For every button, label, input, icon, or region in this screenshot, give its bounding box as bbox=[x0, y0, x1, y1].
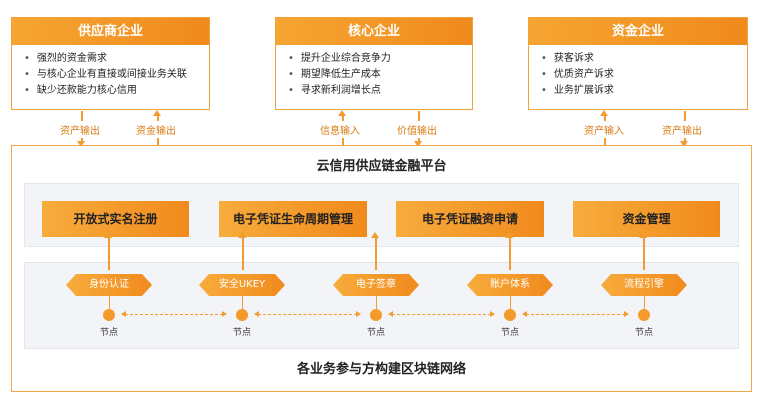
tag-identity-auth: 身份认证 bbox=[66, 274, 152, 296]
list-item: 业务扩展诉求 bbox=[541, 83, 747, 99]
flow-label: 价值输出 bbox=[395, 121, 439, 138]
node-link bbox=[254, 310, 361, 317]
core-enterprise-box: 核心企业 提升企业综合竞争力 期望降低生产成本 寻求新利润增长点 bbox=[275, 17, 473, 110]
module-open-registration: 开放式实名注册 bbox=[42, 201, 189, 237]
link-arrow-up bbox=[372, 232, 378, 270]
tag-account-system: 账户体系 bbox=[467, 274, 553, 296]
connector-line bbox=[376, 296, 377, 309]
link-arrow-up bbox=[105, 232, 111, 270]
blockchain-node bbox=[638, 309, 650, 321]
node-label: 节点 bbox=[366, 328, 385, 338]
core-enterprise-box-title: 核心企业 bbox=[276, 18, 472, 45]
flow-label: 资产输入 bbox=[582, 121, 626, 138]
module-fund-management: 资金管理 bbox=[573, 201, 720, 237]
funding-enterprise-needs-list: 获客诉求 优质资产诉求 业务扩展诉求 bbox=[529, 45, 747, 99]
tag-workflow-engine: 流程引擎 bbox=[601, 274, 687, 296]
node-label: 节点 bbox=[500, 328, 519, 338]
module-financing-application: 电子凭证融资申请 bbox=[396, 201, 544, 237]
connector-line bbox=[510, 296, 511, 309]
node-link bbox=[388, 310, 495, 317]
connector-line bbox=[644, 296, 645, 309]
supplier-box-title: 供应商企业 bbox=[12, 18, 209, 45]
link-arrow-up bbox=[640, 232, 646, 270]
node-label: 节点 bbox=[99, 328, 118, 338]
platform-title: 云信用供应链金融平台 bbox=[316, 159, 447, 174]
supplier-box: 供应商企业 强烈的资金需求 与核心企业有直接或间接业务关联 缺少还款能力核心信用 bbox=[11, 17, 210, 110]
node-link bbox=[121, 310, 227, 317]
list-item: 期望降低生产成本 bbox=[288, 67, 472, 83]
module-certificate-lifecycle: 电子凭证生命周期管理 bbox=[219, 201, 367, 237]
blockchain-node bbox=[504, 309, 516, 321]
core-enterprise-needs-list: 提升企业综合竞争力 期望降低生产成本 寻求新利润增长点 bbox=[276, 45, 472, 99]
funding-enterprise-box: 资金企业 获客诉求 优质资产诉求 业务扩展诉求 bbox=[528, 17, 748, 110]
flow-label: 资产输出 bbox=[660, 121, 704, 138]
flow-label: 信息输入 bbox=[318, 121, 362, 138]
list-item: 提升企业综合竞争力 bbox=[288, 51, 472, 67]
blockchain-node bbox=[103, 309, 115, 321]
list-item: 获客诉求 bbox=[541, 51, 747, 67]
node-label: 节点 bbox=[232, 328, 251, 338]
supplier-needs-list: 强烈的资金需求 与核心企业有直接或间接业务关联 缺少还款能力核心信用 bbox=[12, 45, 209, 99]
blockchain-node bbox=[370, 309, 382, 321]
connector-line bbox=[109, 296, 110, 309]
list-item: 与核心企业有直接或间接业务关联 bbox=[24, 67, 209, 83]
link-arrow-up bbox=[239, 232, 245, 270]
list-item: 寻求新利润增长点 bbox=[288, 83, 472, 99]
tag-e-signature: 电子签章 bbox=[333, 274, 419, 296]
blockchain-network-caption: 各业务参与方构建区块链网络 bbox=[296, 362, 466, 377]
node-link bbox=[522, 310, 629, 317]
node-label: 节点 bbox=[634, 328, 653, 338]
flow-label: 资产输出 bbox=[58, 121, 102, 138]
flow-label: 资金输出 bbox=[134, 121, 178, 138]
tag-security-ukey: 安全UKEY bbox=[199, 274, 285, 296]
list-item: 缺少还款能力核心信用 bbox=[24, 83, 209, 99]
list-item: 优质资产诉求 bbox=[541, 67, 747, 83]
blockchain-node bbox=[236, 309, 248, 321]
list-item: 强烈的资金需求 bbox=[24, 51, 209, 67]
link-arrow-up bbox=[506, 232, 512, 270]
connector-line bbox=[242, 296, 243, 309]
funding-enterprise-box-title: 资金企业 bbox=[529, 18, 747, 45]
